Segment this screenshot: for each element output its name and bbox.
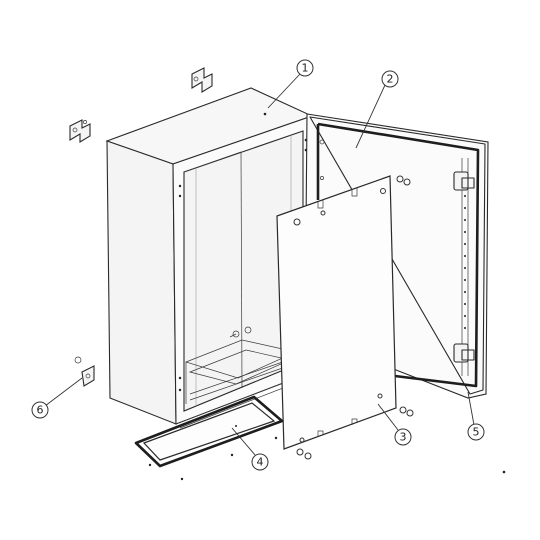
callout-2: 2 — [355, 70, 399, 149]
stray-mark — [502, 470, 506, 474]
callout-3-label: 3 — [400, 431, 407, 444]
callout-4-label: 4 — [257, 456, 264, 469]
plate-screws — [296, 175, 414, 460]
wall-mount-bracket-bottom — [74, 356, 95, 387]
door-rail-holes — [464, 195, 466, 329]
callout-6-label: 6 — [37, 404, 44, 417]
callout-1-label: 1 — [302, 62, 309, 75]
callout-4: 4 — [231, 427, 269, 471]
door-hinge-top — [453, 171, 475, 191]
gland-plate — [134, 395, 284, 481]
wall-mount-bracket-left — [69, 119, 91, 143]
callout-6: 6 — [31, 377, 83, 419]
wall-mount-bracket-top — [191, 67, 213, 93]
door-hinge-bottom — [453, 343, 475, 363]
enclosure-body — [105, 87, 315, 429]
callout-5-label: 5 — [473, 426, 480, 439]
mounting-plate — [276, 175, 414, 460]
callout-1: 1 — [267, 59, 314, 109]
callout-5: 5 — [467, 391, 485, 441]
callout-3: 3 — [377, 403, 412, 446]
callout-2-label: 2 — [387, 73, 394, 86]
